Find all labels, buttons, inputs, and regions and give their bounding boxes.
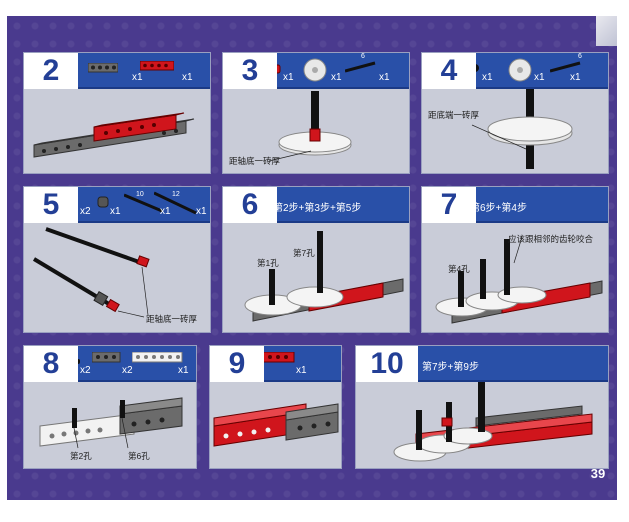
step-8-number: 8 <box>24 346 78 382</box>
step-7-panel: 第6步+第4步 7 应该跟相邻的齿轮咬合 第4孔 <box>421 186 609 333</box>
step-7-note-mesh: 应该跟相邻的齿轮咬合 <box>508 234 594 244</box>
step-7-number: 7 <box>422 187 476 223</box>
step-6-header-text: 第2步+第3步+第5步 <box>273 203 362 214</box>
step-2-assembly <box>33 112 195 158</box>
gear-icon <box>303 58 327 82</box>
red-beam-icon <box>140 61 174 71</box>
step-10-panel: 第7步+第9步 10 <box>355 345 609 469</box>
step-3-qty-3: x1 <box>379 72 390 83</box>
step-8-panel: x2 x2 x1 8 第2孔 第6孔 <box>23 345 197 469</box>
long-axle-icon <box>124 193 163 213</box>
step-2-qty-1: x1 <box>132 72 143 83</box>
step-6-panel: 第2步+第3步+第5步 6 第1孔 第7孔 <box>222 186 410 333</box>
step-7-assembly <box>435 236 603 324</box>
page-corner <box>596 16 617 46</box>
axle-icon <box>345 61 376 73</box>
gray-beam-icon <box>92 352 121 363</box>
step-4-qty-3: x1 <box>570 72 581 83</box>
step-5-qty-1: x2 <box>80 206 91 217</box>
step-4-qty-2: x1 <box>534 72 545 83</box>
step-3-note: 距轴底一砖厚 <box>229 156 281 166</box>
step-4-assembly <box>471 89 573 169</box>
gear-icon <box>508 58 532 82</box>
step-8-label-hole-6: 第6孔 <box>128 451 150 461</box>
step-3-qty-2: x1 <box>331 72 342 83</box>
step-6-assembly <box>244 231 404 322</box>
step-3-panel: x1 x1 6 x1 3 距轴底一砖厚 <box>222 52 410 174</box>
longer-axle-icon <box>154 191 197 215</box>
step-5-panel: x2 x1 10 x1 12 x1 5 距轴底一砖厚 <box>23 186 211 333</box>
step-4-panel: x1 x1 6 x1 4 距底端一砖厚 <box>421 52 609 174</box>
step-5-number: 5 <box>24 187 78 223</box>
step-5-assembly <box>32 227 150 318</box>
step-7-header-text: 第6步+第4步 <box>470 203 527 214</box>
step-6-number: 6 <box>223 187 277 223</box>
step-4-axle-size: 6 <box>578 53 582 60</box>
step-5-qty-3: x1 <box>160 206 171 217</box>
step-9-panel: x1 9 <box>209 345 342 469</box>
step-8-qty-3: x1 <box>178 365 189 376</box>
step-7-label-hole-4: 第4孔 <box>448 264 470 274</box>
step-6-label-hole-7: 第7孔 <box>293 248 315 258</box>
step-8-label-hole-2: 第2孔 <box>70 451 92 461</box>
step-2-panel: x1 x1 2 <box>23 52 211 174</box>
step-3-axle-size: 6 <box>361 53 365 60</box>
step-4-number: 4 <box>422 53 476 89</box>
step-4-qty-1: x1 <box>482 72 493 83</box>
step-8-qty-2: x2 <box>122 365 133 376</box>
step-9-qty-1: x1 <box>296 365 307 376</box>
step-10-assembly <box>393 382 593 462</box>
step-6-label-hole-1: 第1孔 <box>257 258 279 268</box>
step-5-qty-4: x1 <box>196 206 207 217</box>
axle-icon <box>550 61 581 73</box>
step-5-axle-size-1: 10 <box>136 191 144 198</box>
step-8-qty-1: x2 <box>80 365 91 376</box>
step-3-assembly <box>268 91 352 162</box>
step-9-number: 9 <box>210 346 264 382</box>
step-8-assembly <box>39 397 183 449</box>
step-2-qty-2: x1 <box>182 72 193 83</box>
step-5-axle-size-2: 12 <box>172 191 180 198</box>
step-5-qty-2: x1 <box>110 206 121 217</box>
step-4-note: 距底端一砖厚 <box>428 110 480 120</box>
gray-bush-icon <box>97 196 109 208</box>
gray-beam-icon <box>88 63 118 73</box>
step-10-header-text: 第7步+第9步 <box>422 362 479 373</box>
white-beam-icon <box>132 352 183 363</box>
step-10-number: 10 <box>356 346 418 382</box>
step-5-note: 距轴底一砖厚 <box>146 314 198 324</box>
step-9-assembly <box>213 403 339 447</box>
step-3-qty-1: x1 <box>283 72 294 83</box>
step-2-number: 2 <box>24 53 78 89</box>
page-number: 39 <box>590 466 606 481</box>
step-3-number: 3 <box>223 53 277 89</box>
